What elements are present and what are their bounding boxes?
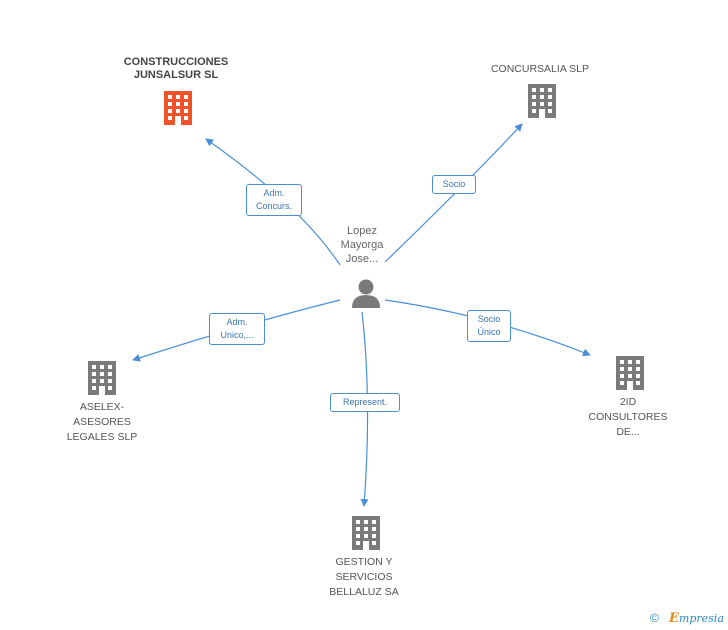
brand-initial: E [669,611,679,626]
node-label-line: DE... [616,426,640,438]
node-label-line: CONSTRUCCIONES [123,56,229,68]
node-label-line: LEGALES SLP [66,431,138,443]
building-icon[interactable] [162,91,194,125]
edge-label-represent: Represent. [330,393,400,412]
edge-label-line: Adm. [263,188,285,198]
node-label-line: SERVICIOS [335,571,393,583]
node-label-concursalia[interactable]: CONCURSALIA SLP [470,62,610,77]
person-icon[interactable] [350,278,382,308]
copyright-symbol: © [650,611,659,625]
node-label-line: GESTION Y [335,556,393,568]
node-label-line: CONCURSALIA SLP [490,63,590,75]
edge-label-adm-concurs: Adm. Concurs. [246,184,302,216]
building-icon[interactable] [86,361,118,395]
building-icon[interactable] [614,356,646,390]
node-label-consultores[interactable]: 2ID CONSULTORES DE... [578,395,678,440]
building-icon[interactable] [350,516,382,550]
node-label-construcciones[interactable]: CONSTRUCCIONES JUNSALSUR SL [110,56,242,82]
node-label-line: Mayorga [340,239,384,251]
brand-name: mpresia [678,612,724,625]
edge-label-line: Socio [442,179,466,189]
node-label-line: JUNSALSUR SL [133,69,219,81]
edge-label-line: Socio [477,314,501,324]
node-label-line: BELLALUZ SA [329,586,399,598]
node-label-gestion[interactable]: GESTION Y SERVICIOS BELLALUZ SA [304,555,424,600]
edge-label-line: Único [477,327,501,337]
node-label-line: 2ID [619,396,637,408]
node-label-person[interactable]: Lopez Mayorga Jose... [322,224,402,266]
node-label-aselex[interactable]: ASELEX- ASESORES LEGALES SLP [42,400,162,445]
node-label-line: Jose... [345,253,379,265]
edge-label-line: Concurs. [255,201,292,211]
edge-label-line: Represent. [342,397,388,407]
node-label-line: CONSULTORES [588,411,668,423]
building-icon[interactable] [526,84,558,118]
edge-label-adm-unico: Adm. Unico,... [209,313,265,345]
edge-label-socio: Socio [432,175,476,194]
brand-logo[interactable]: Empresia [669,611,724,626]
edge-label-line: Adm. [226,317,248,327]
node-label-line: ASELEX- [79,401,125,413]
node-label-line: Lopez [347,225,377,237]
node-label-line: ASESORES [73,416,131,428]
edge-label-line: Unico,... [220,330,254,340]
edge-label-socio-unico: Socio Único [467,310,511,342]
